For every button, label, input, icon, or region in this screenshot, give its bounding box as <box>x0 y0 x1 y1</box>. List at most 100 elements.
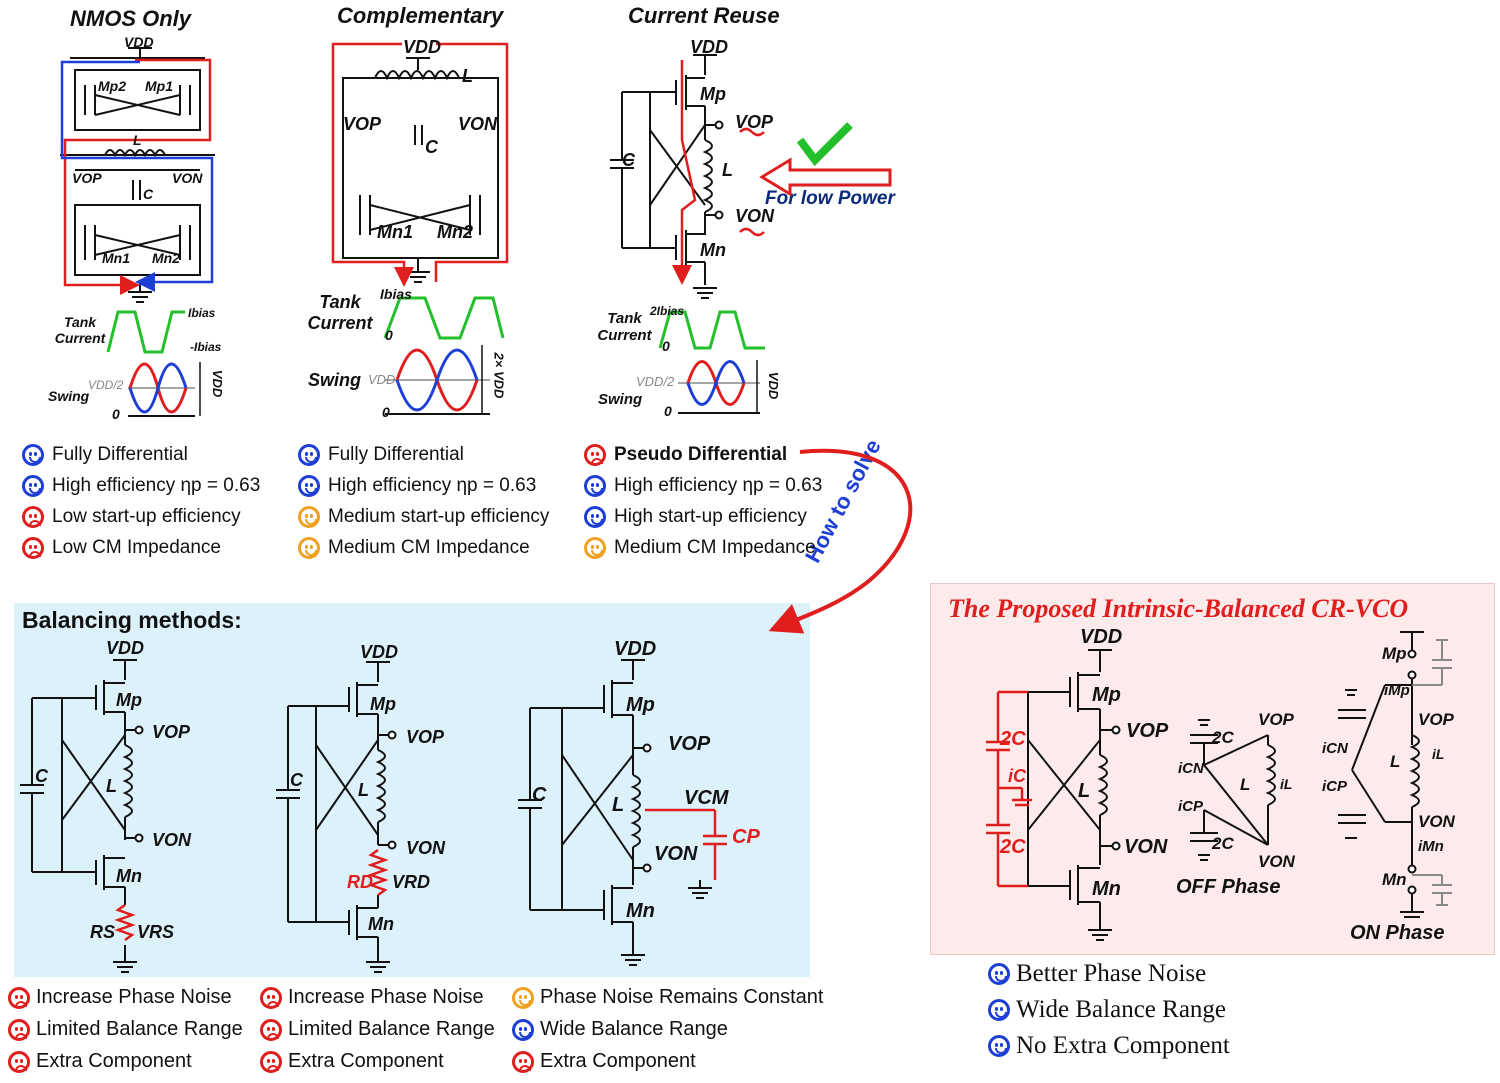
nmos-only-schematic <box>60 47 215 303</box>
sad-face-icon <box>22 537 44 559</box>
nmos-c-label: C <box>143 186 154 202</box>
b2-vrd-label: VRD <box>392 872 431 892</box>
current-reuse-notes: Pseudo Differential High efficiency ηp =… <box>584 444 822 559</box>
nmos-mp1-label: Mp1 <box>145 78 173 94</box>
cr-vdd-label: VDD <box>690 37 729 57</box>
cr-zero-label: 0 <box>662 338 670 354</box>
on-mp-label: Mp <box>1382 644 1407 663</box>
cr-two-ibias-label: 2Ibias <box>650 304 685 318</box>
check-icon <box>796 122 853 167</box>
comp-c-label: C <box>425 137 438 157</box>
on-l-label: L <box>1390 752 1401 771</box>
nmos-zero-label: 0 <box>112 406 120 422</box>
b2-c-label: C <box>290 770 303 790</box>
happy-face-icon <box>584 506 606 528</box>
nmos-tank-current-label: Tank Current <box>54 314 106 346</box>
cr-von-label: VON <box>735 206 775 226</box>
balancing-cp-notes: Phase Noise Remains Constant Wide Balanc… <box>512 986 823 1073</box>
b3-vop-label: VOP <box>668 733 711 755</box>
sad-face-icon <box>512 1050 534 1073</box>
b1-mn-label: Mn <box>116 866 142 886</box>
b2-vdd-label: VDD <box>360 642 399 662</box>
happy-face-icon <box>298 444 320 466</box>
happy-face-icon <box>584 475 606 497</box>
off-icn-label: iCN <box>1178 760 1204 777</box>
b1-c-label: C <box>35 766 48 786</box>
heading-balancing-methods: Balancing methods: <box>22 607 242 633</box>
neutral-face-icon <box>298 537 320 559</box>
sad-face-icon <box>260 1050 282 1073</box>
prop-2c-bottom-label: 2C <box>1000 836 1026 858</box>
proposed-schematic <box>1027 649 1121 941</box>
sad-face-icon <box>584 444 606 466</box>
list-item: Extra Component <box>8 1050 243 1073</box>
list-item: Better Phase Noise <box>988 960 1230 988</box>
balancing-rd-schematic <box>276 661 397 973</box>
nmos-mn1-label: Mn1 <box>102 250 130 266</box>
b3-von-label: VON <box>654 843 698 865</box>
on-von-label: VON <box>1418 812 1455 831</box>
b1-von-label: VON <box>152 830 192 850</box>
off-il-label: iL <box>1280 776 1293 792</box>
list-item: No Extra Component <box>988 1032 1230 1060</box>
off-2c-bottom-label: 2C <box>1212 834 1234 853</box>
list-item: Medium CM Impedance <box>298 537 549 559</box>
prop-von-label: VON <box>1124 836 1168 858</box>
off-2c-top-label: 2C <box>1212 728 1234 747</box>
b2-mp-label: Mp <box>370 694 396 714</box>
prop-ic-label: iC <box>1008 766 1026 786</box>
off-icp-label: iCP <box>1178 798 1204 815</box>
b3-l-label: L <box>612 794 625 816</box>
cr-zero2-label: 0 <box>664 403 672 419</box>
balancing-cp-schematic <box>518 659 712 966</box>
comp-ibias-label: Ibias <box>380 286 412 302</box>
list-item: Phase Noise Remains Constant <box>512 986 823 1009</box>
b2-vop-label: VOP <box>406 727 445 747</box>
prop-mp-label: Mp <box>1092 684 1121 706</box>
on-icn-label: iCN <box>1322 740 1348 757</box>
nmos-swing-label: Swing <box>48 388 90 404</box>
off-phase-schematic <box>1190 719 1276 861</box>
nmos-l-label: L <box>133 132 142 148</box>
list-item: Fully Differential <box>22 444 260 466</box>
b3-mp-label: Mp <box>626 694 655 716</box>
neutral-face-icon <box>584 537 606 559</box>
on-mn-label: Mn <box>1382 870 1407 889</box>
b3-vdd-label: VDD <box>614 638 657 660</box>
comp-zero2-label: 0 <box>382 404 390 420</box>
happy-face-icon <box>988 1035 1010 1057</box>
on-imp-label: iMp <box>1384 682 1410 699</box>
sad-face-icon <box>22 506 44 528</box>
on-il-label: iL <box>1432 746 1445 762</box>
list-item: High efficiency ηp = 0.63 <box>298 475 549 497</box>
list-item: High efficiency ηp = 0.63 <box>584 475 822 497</box>
off-vop-label: VOP <box>1258 710 1294 729</box>
balancing-rs-schematic <box>20 659 144 973</box>
comp-tank-current-label: Tank Current <box>307 292 373 333</box>
list-item: Low CM Impedance <box>22 537 260 559</box>
comp-vop-label: VOP <box>343 114 382 134</box>
b2-rd-label: RD <box>347 872 373 892</box>
nmos-ibias-label: Ibias <box>188 306 216 320</box>
happy-face-icon <box>988 963 1010 985</box>
sad-face-icon <box>260 986 282 1009</box>
nmos-vdd-half-label: VDD/2 <box>88 378 124 392</box>
comp-swing-label: Swing <box>308 370 361 390</box>
neutral-face-icon <box>298 506 320 528</box>
list-item: Extra Component <box>260 1050 495 1073</box>
balancing-rd-notes: Increase Phase Noise Limited Balance Ran… <box>260 986 495 1073</box>
heading-proposed: The Proposed Intrinsic-Balanced CR-VCO <box>948 594 1409 623</box>
current-reuse-schematic <box>610 54 724 299</box>
on-imn-label: iMn <box>1418 838 1444 855</box>
list-item: Low start-up efficiency <box>22 506 260 528</box>
b1-mp-label: Mp <box>116 690 142 710</box>
nmos-mp2-label: Mp2 <box>98 78 126 94</box>
list-item: Medium CM Impedance <box>584 537 822 559</box>
comp-vdd-label: VDD <box>403 37 442 57</box>
sad-face-icon <box>8 1018 30 1041</box>
cr-vdd-half-label: VDD/2 <box>636 374 675 389</box>
b3-c-label: C <box>532 784 547 806</box>
prop-mn-label: Mn <box>1092 878 1121 900</box>
comp-mn1-label: Mn1 <box>377 222 413 242</box>
